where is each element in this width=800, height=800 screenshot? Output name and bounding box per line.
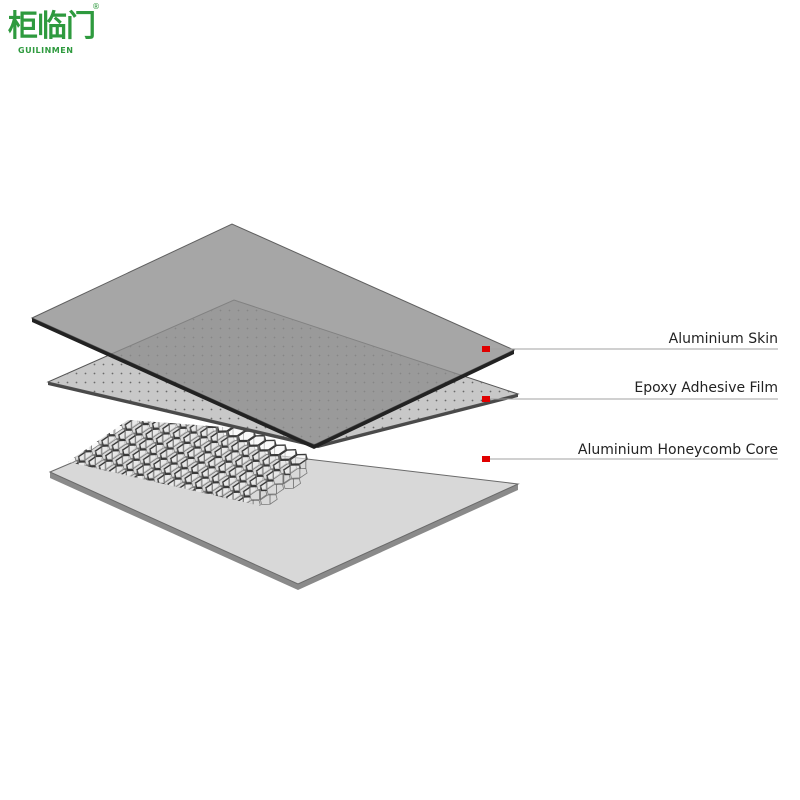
honeycomb-cell (68, 451, 69, 463)
registered-mark: ® (92, 2, 100, 11)
logo-chinese-text: 柜临门 (8, 9, 96, 44)
honeycomb-cell-wall (283, 478, 302, 489)
honeycomb-cell-wall (137, 420, 156, 424)
logo-english-text: GUILINMEN (18, 46, 74, 55)
honeycomb-cell (97, 420, 116, 431)
honeycomb-cell-wall (289, 468, 308, 479)
aluminium-skin (30, 223, 516, 449)
marker-core (482, 456, 490, 462)
honeycomb-cell-wall (259, 494, 278, 505)
honeycomb-cell (258, 439, 277, 451)
label-epoxy-adhesive-film: Epoxy Adhesive Film (634, 380, 778, 396)
brand-logo: 柜临门 GUILINMEN ® (4, 2, 100, 64)
honeycomb-cell (73, 435, 93, 447)
honeycomb-cell (237, 430, 256, 442)
label-aluminium-skin: Aluminium Skin (668, 331, 778, 347)
leader-lines (482, 346, 778, 462)
honeycomb-cell (121, 405, 138, 415)
marker-skin (482, 346, 490, 352)
marker-film (482, 396, 490, 402)
honeycomb-cell-wall (266, 483, 285, 495)
honeycomb-cell (279, 449, 298, 461)
honeycomb-cell (247, 434, 267, 447)
label-aluminium-honeycomb-core: Aluminium Honeycomb Core (577, 442, 778, 458)
base-sheet-edge (50, 472, 518, 590)
honeycomb-cell (289, 453, 308, 465)
honeycomb-cell-wall (272, 473, 291, 485)
honeycomb-cell-wall (249, 489, 268, 501)
honeycomb-cell (268, 444, 288, 456)
honeycomb-cell (132, 409, 149, 419)
